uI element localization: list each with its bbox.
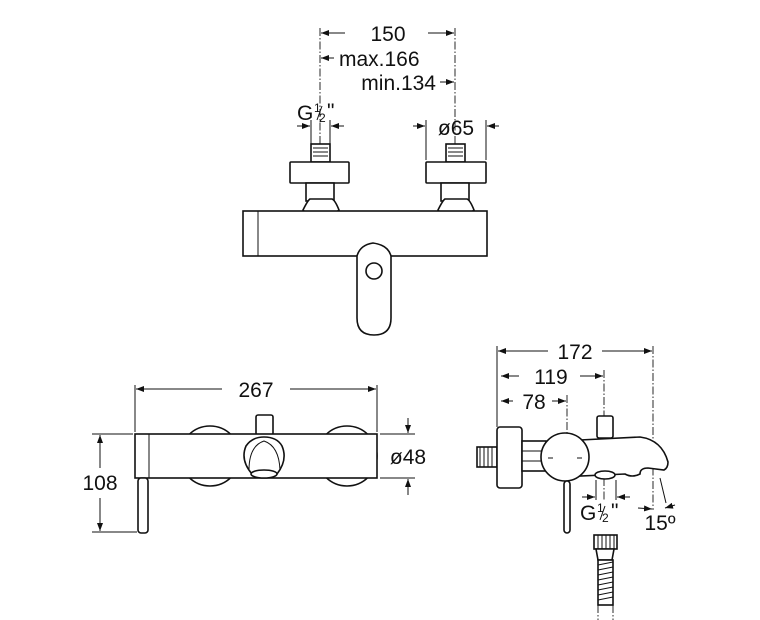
outlet-suffix: " — [611, 500, 618, 523]
side-view: 172 119 78 G 1 2 " 15º — [476, 341, 676, 620]
dim-thread-inlet: G 1 2 " — [297, 100, 334, 125]
dim-267: 267 — [238, 379, 273, 402]
left-connector — [289, 143, 350, 219]
dim-78: 78 — [522, 391, 545, 414]
dim-angle-15: 15º — [644, 512, 675, 535]
lever-side — [563, 480, 571, 534]
dim-min-134: min.134 — [361, 72, 436, 95]
outlet-num: 1 — [597, 501, 604, 515]
thread-suffix: " — [327, 100, 334, 123]
top-view: 150 max.166 min.134 G 1 2 " ø65 — [242, 23, 499, 336]
outlet-prefix: G — [580, 502, 596, 525]
thread-den: 2 — [319, 111, 326, 125]
front-view: 267 108 ø48 — [82, 379, 426, 534]
hose-connector — [593, 534, 618, 620]
spout-front — [243, 436, 285, 475]
dim-119: 119 — [534, 366, 567, 389]
dim-diameter-48: ø48 — [390, 446, 426, 469]
lever-handle — [356, 242, 392, 336]
mixer-cartridge — [540, 432, 590, 482]
diverter-side — [596, 415, 614, 439]
dim-diameter-65: ø65 — [438, 117, 474, 140]
outlet-den: 2 — [602, 511, 609, 525]
spout-side — [579, 436, 669, 477]
dim-150: 150 — [370, 23, 405, 46]
lever-front — [137, 477, 149, 534]
wall-flange — [496, 426, 523, 489]
dim-thread-outlet: G 1 2 " — [580, 500, 618, 525]
thread-prefix: G — [297, 102, 313, 125]
dim-172: 172 — [557, 341, 592, 364]
dim-108: 108 — [82, 472, 117, 495]
dim-max-166: max.166 — [339, 48, 420, 71]
thread-num: 1 — [314, 101, 321, 115]
right-connector — [425, 143, 487, 219]
diverter-knob — [255, 414, 274, 436]
